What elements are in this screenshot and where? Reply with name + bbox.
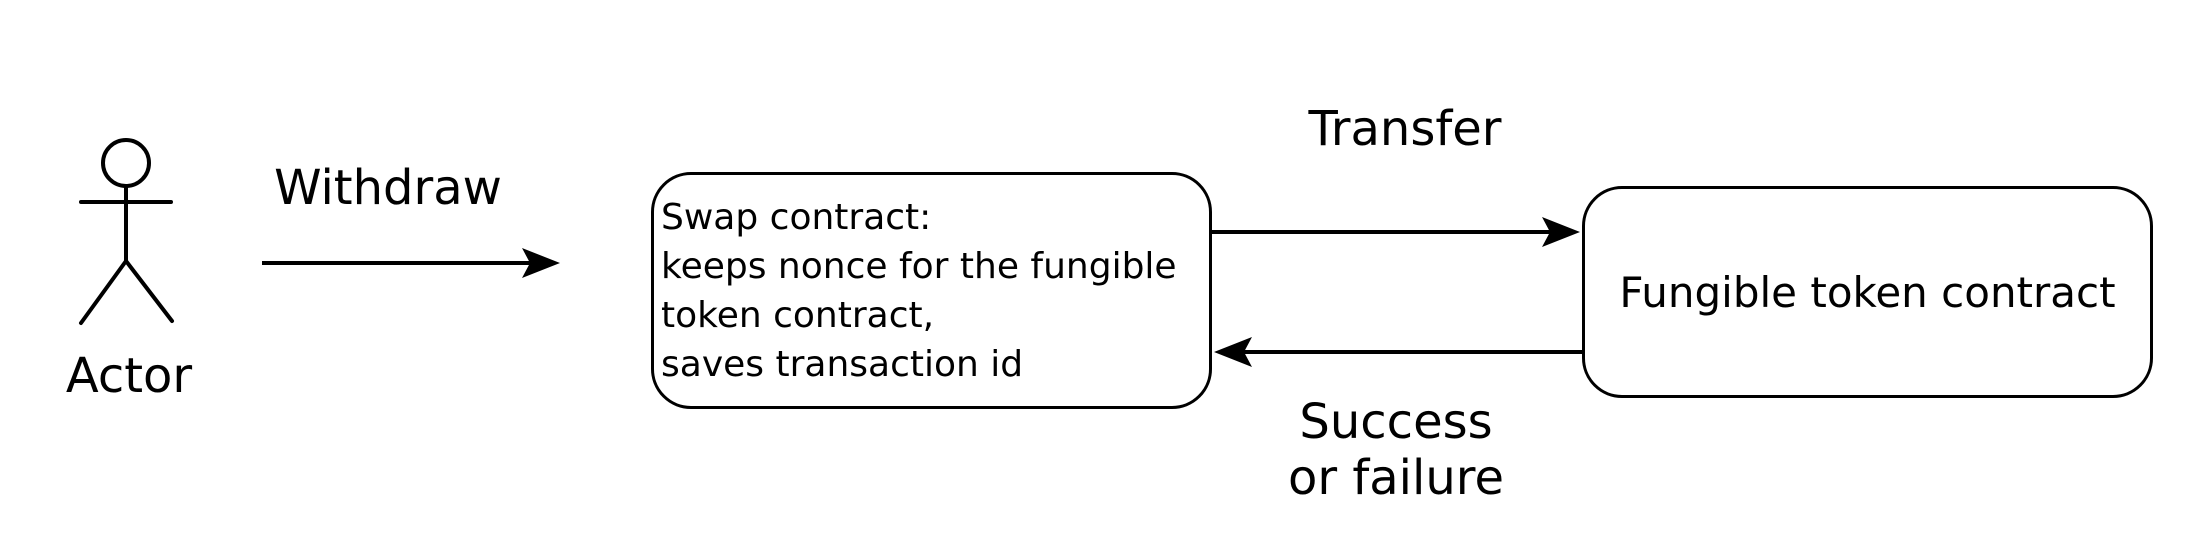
swap-node-line: token contract,	[661, 295, 935, 336]
swap-node-line: keeps nonce for the fungible	[661, 246, 1177, 287]
actor-left-leg-line	[79, 259, 128, 325]
swap-node-line: saves transaction id	[661, 344, 1024, 385]
arrowhead-right-icon	[1542, 217, 1580, 247]
fungible-token-node: Fungible token contract	[1582, 186, 2153, 398]
result-label-line1: Success	[1299, 394, 1493, 450]
swap-contract-node: Swap contract: keeps nonce for the fungi…	[651, 172, 1212, 409]
fungible-node-label: Fungible token contract	[1619, 267, 2116, 317]
actor-icon	[79, 138, 174, 325]
actor-right-leg-line	[124, 259, 174, 323]
withdraw-arrow	[262, 248, 560, 278]
actor-head-icon	[101, 138, 151, 188]
swap-node-line: Swap contract:	[661, 197, 932, 238]
arrowhead-right-icon	[522, 248, 560, 278]
result-arrow	[1214, 337, 1582, 367]
withdraw-arrow-label: Withdraw	[274, 160, 502, 216]
arrowhead-left-icon	[1214, 337, 1252, 367]
result-arrow-label: Success or failure	[1266, 394, 1526, 506]
result-label-line2: or failure	[1288, 450, 1504, 506]
transfer-arrow-label: Transfer	[1308, 101, 1502, 157]
actor-label: Actor	[65, 348, 193, 404]
transfer-arrow	[1212, 217, 1580, 247]
